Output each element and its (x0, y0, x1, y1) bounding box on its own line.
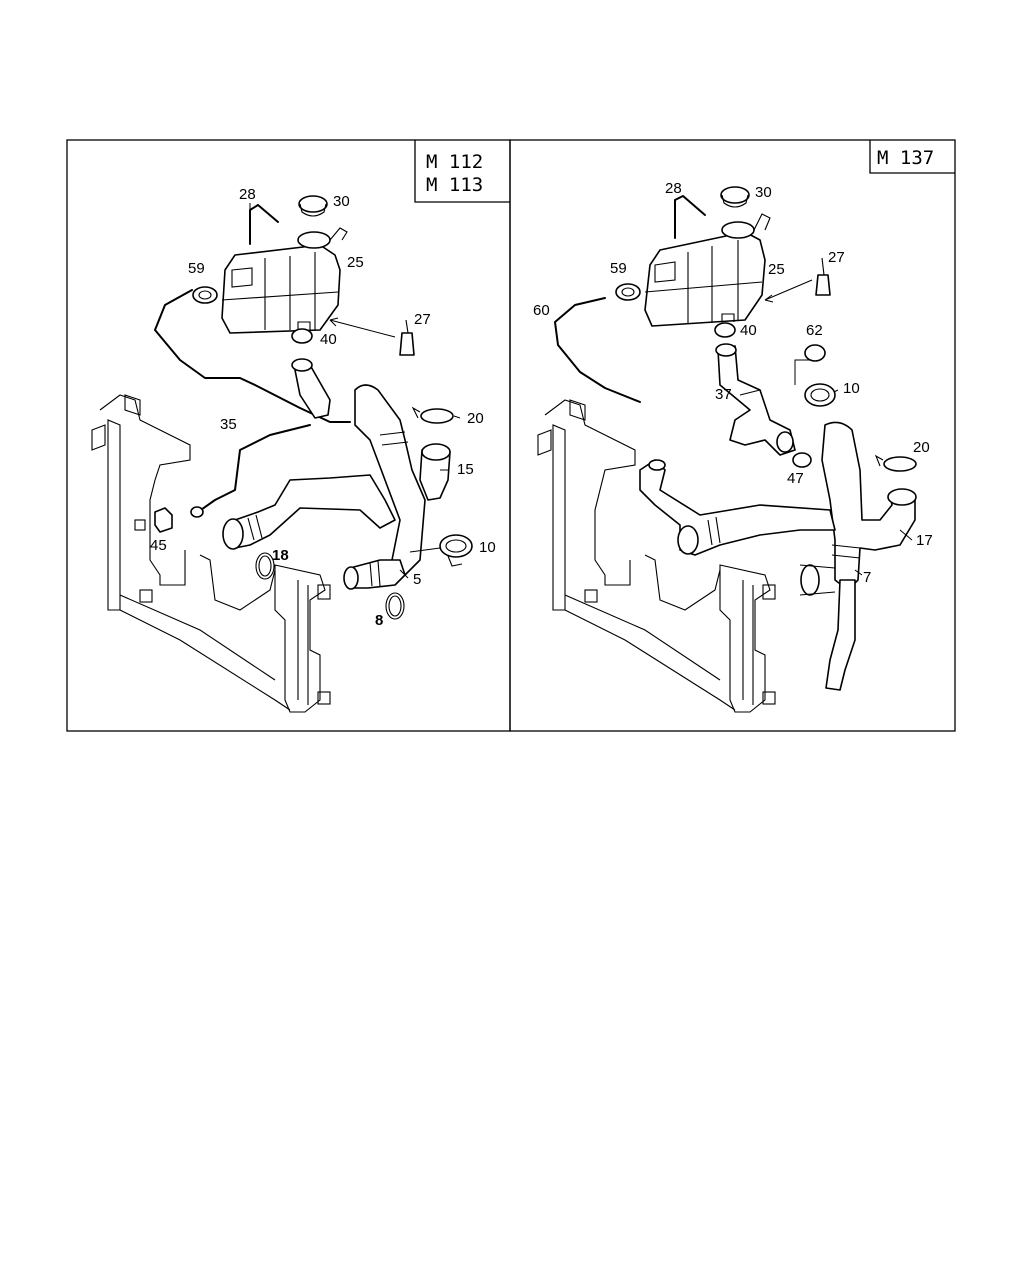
callout-59-right: 59 (610, 260, 627, 277)
callout-30-left: 30 (333, 193, 350, 210)
engine-code-m113: M 113 (426, 174, 483, 196)
leader-lines-left (249, 203, 461, 579)
callout-15-left: 15 (457, 461, 474, 478)
callout-28-left: 28 (239, 186, 256, 203)
sensor-27-left (329, 317, 415, 356)
callout-59-left: 59 (188, 260, 205, 277)
callout-10-right: 10 (843, 380, 860, 397)
callout-7-right: 7 (863, 569, 871, 586)
hose-clamp-59-left (192, 286, 218, 304)
panel-left-frame (66, 139, 511, 732)
overflow-hose-60-right (554, 297, 641, 403)
panel-right: M 137 (509, 139, 956, 732)
cap-30-left (298, 195, 328, 217)
callout-35-left: 35 (220, 416, 237, 433)
clamp-20-right (874, 454, 917, 472)
clamp-10-right (804, 383, 836, 407)
sensor-27-right (764, 257, 831, 303)
callout-20-left: 20 (467, 410, 484, 427)
engine-code-box-right: M 137 (869, 140, 955, 174)
oring-18-left (255, 552, 275, 580)
callout-27-right: 27 (828, 249, 845, 266)
callout-47-right: 47 (787, 470, 804, 487)
callout-45-left: 45 (150, 537, 167, 554)
callout-60-right: 60 (533, 302, 550, 319)
clamp-40-left (291, 328, 313, 344)
panel-left: M 112 M 113 (66, 139, 511, 732)
clamp-62-right (804, 344, 826, 362)
expansion-tank-right (644, 213, 771, 327)
clamp-40-right (714, 322, 736, 338)
hose-main-left (354, 384, 426, 576)
callout-18-left: 18 (272, 547, 289, 564)
hose-35-left (197, 424, 311, 513)
callout-10-left: 10 (479, 539, 496, 556)
callout-5-left: 5 (413, 571, 421, 588)
hose-lower-left (222, 474, 396, 550)
oring-8-left (385, 592, 405, 620)
hose-7-right (799, 544, 861, 691)
callout-8-left: 8 (375, 612, 383, 629)
callout-37-right: 37 (715, 386, 732, 403)
vent-hose-28-right (674, 195, 706, 239)
clip-45-left (154, 507, 173, 533)
hose-37-right (715, 343, 796, 456)
clamp-20-left (411, 406, 454, 424)
radiator-left (91, 394, 331, 713)
vent-hose-28-left (249, 204, 279, 245)
clamp-47-right (792, 452, 812, 468)
engine-code-box-left: M 112 M 113 (414, 140, 510, 203)
engine-code-m137: M 137 (877, 147, 934, 169)
hose-5-left (343, 559, 406, 590)
hose-17-right (821, 421, 917, 591)
callout-25-right: 25 (768, 261, 785, 278)
callout-40-right: 40 (740, 322, 757, 339)
hose-35-end-left (190, 506, 204, 518)
callout-27-left: 27 (414, 311, 431, 328)
engine-code-m112: M 112 (426, 151, 483, 173)
hose-clamp-59-right (615, 283, 641, 301)
hose-lower-right (639, 459, 836, 556)
cap-30-right (720, 186, 750, 208)
panel-right-frame (509, 139, 956, 732)
callout-30-right: 30 (755, 184, 772, 201)
expansion-tank-left (221, 227, 348, 334)
callout-25-left: 25 (347, 254, 364, 271)
callout-28-right: 28 (665, 180, 682, 197)
hose-upper-left (291, 358, 331, 419)
radiator-right (537, 399, 776, 713)
hose-15-left (419, 443, 451, 501)
clamp-10-left (439, 534, 473, 567)
leader-lines-right (739, 359, 913, 576)
callout-20-right: 20 (913, 439, 930, 456)
callout-17-right: 17 (916, 532, 933, 549)
callout-62-right: 62 (806, 322, 823, 339)
callout-40-left: 40 (320, 331, 337, 348)
